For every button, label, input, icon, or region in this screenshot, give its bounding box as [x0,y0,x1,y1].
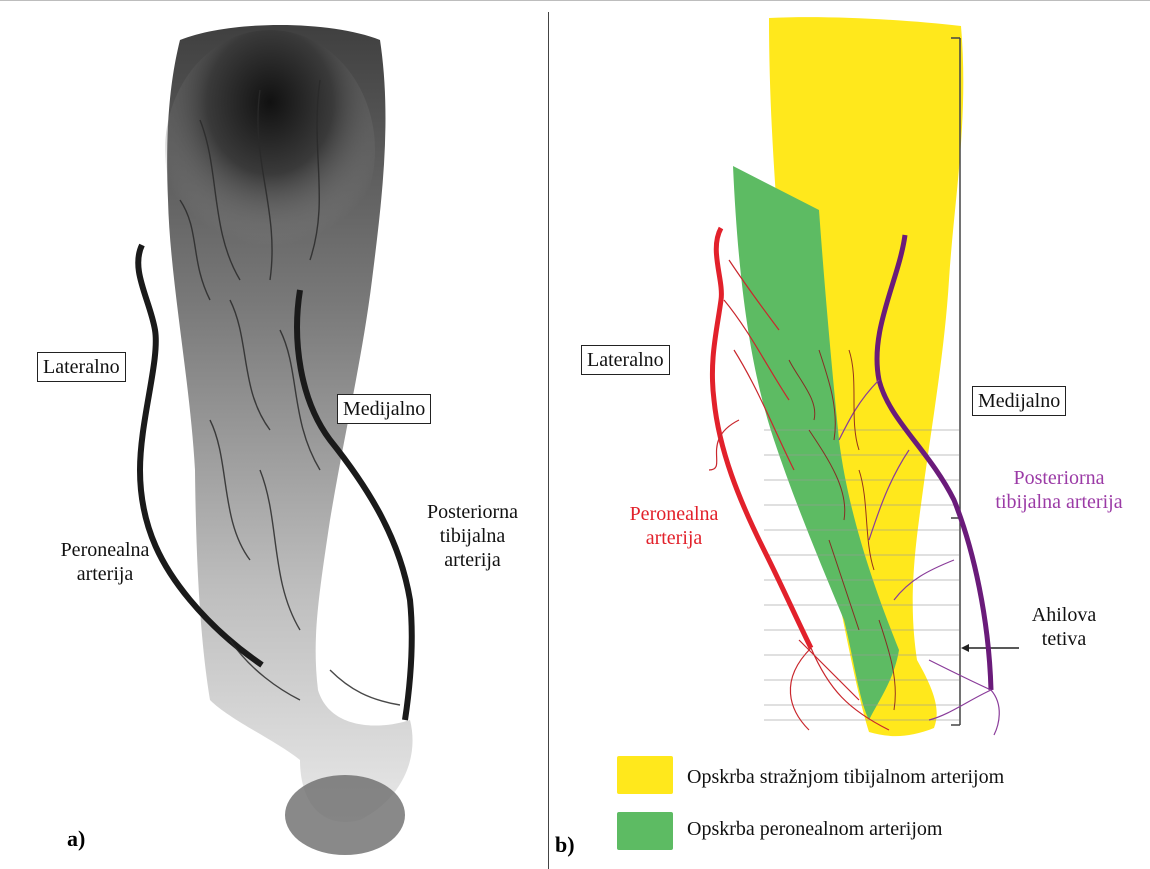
panel-letter-a: a) [67,826,85,852]
panel-a-angiogram: Lateralno Medijalno Peronealna arterija … [0,0,548,869]
label-peroneal-artery-a-line2: arterija [40,562,170,586]
achilles-pointer-arrowhead [961,644,969,652]
label-posterior-tibial-artery-b-line1: Posteriorna [969,466,1149,490]
panel-letter-b: b) [555,832,575,858]
legend-swatch-peroneal [617,812,673,850]
label-achilles-tendon-line2: tetiva [1019,627,1109,651]
label-peroneal-artery-a: Peronealna arterija [40,538,170,586]
legend-label-posterior-tibial: Opskrba stražnjom tibijalnom arterijom [687,766,1004,789]
angiogram-image [0,0,548,869]
heel-region [285,775,405,855]
label-achilles-tendon-line1: Ahilova [1019,603,1109,627]
label-peroneal-artery-b: Peronealna arterija [609,502,739,550]
label-lateral-a: Lateralno [37,352,126,382]
label-achilles-tendon: Ahilova tetiva [1019,603,1109,651]
label-peroneal-artery-b-line2: arterija [609,526,739,550]
label-posterior-tibial-artery-a-line1: Posteriorna [410,500,535,524]
label-posterior-tibial-artery-a-line3: arterija [410,548,535,572]
label-medial-a: Medijalno [337,394,431,424]
schematic-image [549,0,1150,869]
label-posterior-tibial-artery-b-line2: tibijalna arterija [969,490,1149,514]
label-medial-b: Medijalno [972,386,1066,416]
label-lateral-b: Lateralno [581,345,670,375]
label-posterior-tibial-artery-b: Posteriorna tibijalna arterija [969,466,1149,514]
legend-label-peroneal: Opskrba peronealnom arterijom [687,818,942,841]
label-posterior-tibial-artery-a-line2: tibijalna [410,524,535,548]
panel-b-schematic: Lateralno Medijalno Peronealna arterija … [549,0,1150,869]
label-peroneal-artery-b-line1: Peronealna [609,502,739,526]
angiogram-dense-region [165,30,375,270]
label-posterior-tibial-artery-a: Posteriorna tibijalna arterija [410,500,535,572]
legend-swatch-posterior-tibial [617,756,673,794]
label-peroneal-artery-a-line1: Peronealna [40,538,170,562]
